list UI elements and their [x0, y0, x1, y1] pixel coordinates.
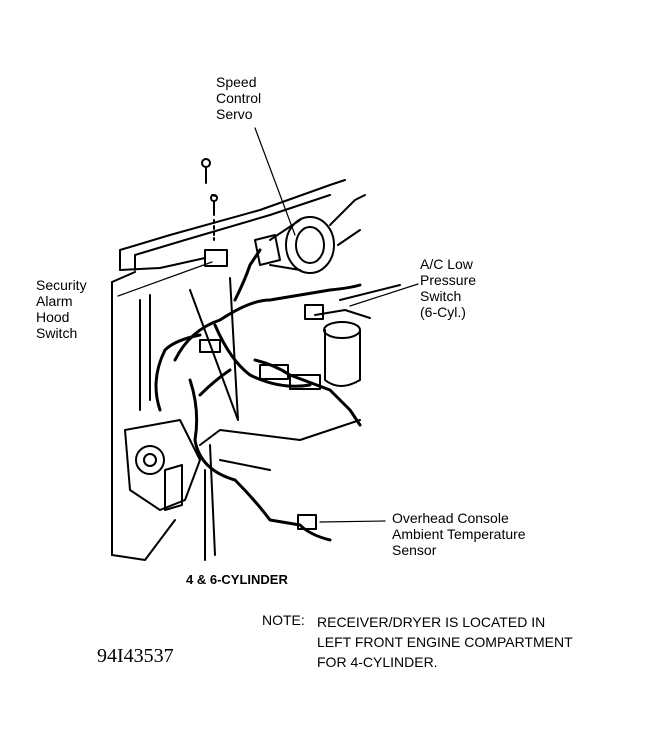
servo-unit [254, 194, 366, 274]
note-line: FOR 4-CYLINDER. [317, 654, 438, 670]
leader-lines [117, 127, 419, 523]
speed-control-servo-label: Speed Control Servo [216, 74, 262, 122]
note-line: RECEIVER/DRYER IS LOCATED IN [317, 614, 546, 630]
hood-switch-bolts [201, 158, 218, 241]
figure-caption: 4 & 6-CYLINDER [186, 572, 288, 587]
hood-outline [111, 179, 361, 561]
connectors [199, 249, 321, 530]
overhead-console-sensor-label: Overhead Console Ambient Temperature Sen… [392, 510, 526, 558]
ac-low-pressure-switch-label: A/C Low Pressure Switch (6-Cyl.) [420, 256, 477, 320]
wiring-harness [154, 248, 362, 542]
front-bracket [124, 419, 201, 511]
note-label: NOTE: [262, 612, 305, 628]
note-line: LEFT FRONT ENGINE COMPARTMENT [317, 634, 573, 650]
note-text: RECEIVER/DRYER IS LOCATED IN LEFT FRONT … [317, 612, 573, 672]
security-alarm-hood-switch-label: Security Alarm Hood Switch [36, 277, 87, 341]
ac-receiver [304, 284, 401, 387]
figure-code: 94I43537 [97, 645, 174, 667]
